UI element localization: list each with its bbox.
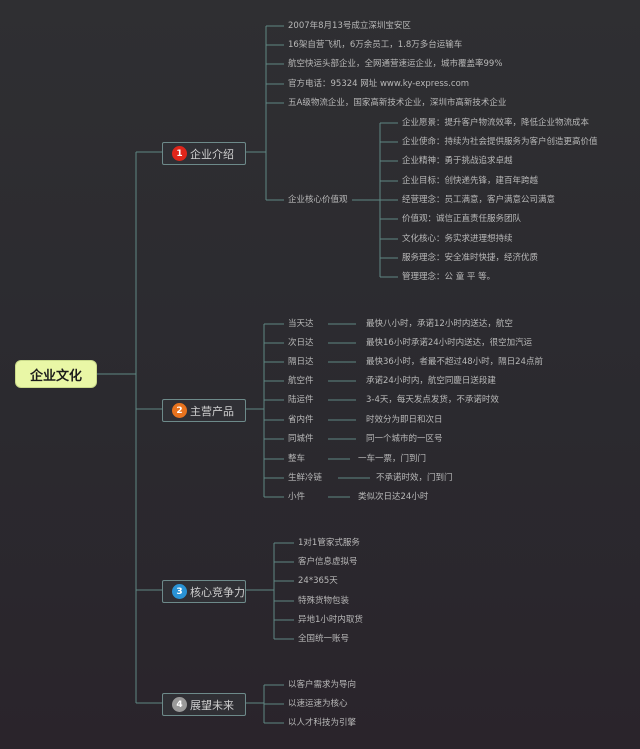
core-value-item: 企业精神：勇于挑战追求卓越 bbox=[402, 156, 513, 166]
product-name: 隔日达 bbox=[288, 357, 314, 367]
branch-label: 企业介绍 bbox=[190, 147, 234, 161]
competence-item: 全国统一账号 bbox=[298, 634, 350, 644]
badge-number-4: 4 bbox=[172, 697, 187, 712]
product-desc: 最快八小时，承诺12小时内送达，航空 bbox=[366, 319, 513, 329]
core-value-item: 经营理念：员工满意，客户满意公司满意 bbox=[402, 195, 556, 205]
badge-number-1: 1 bbox=[172, 146, 187, 161]
branch-label: 核心竞争力 bbox=[190, 585, 245, 599]
product-desc: 同一个城市的一区号 bbox=[366, 434, 443, 444]
intro-item: 16架自营飞机，6万余员工，1.8万多台运输车 bbox=[288, 40, 463, 50]
product-desc: 最快16小时承诺24小时内送达，很空加汽运 bbox=[366, 338, 533, 348]
competence-item: 客户信息虚拟号 bbox=[298, 557, 358, 567]
product-desc: 类似次日达24小时 bbox=[358, 492, 429, 502]
intro-item: 五A级物流企业，国家高新技术企业，深圳市高新技术企业 bbox=[288, 98, 507, 108]
product-desc: 不承诺时效，门到门 bbox=[376, 473, 453, 483]
outlook-item: 以速运速为核心 bbox=[288, 699, 348, 709]
product-name: 生鲜冷链 bbox=[288, 473, 323, 483]
competence-item: 1对1管家式服务 bbox=[298, 538, 360, 548]
root-node[interactable]: 企业文化 bbox=[16, 361, 96, 387]
branch-label: 主营产品 bbox=[190, 404, 234, 418]
core-values-label: 企业核心价值观 bbox=[288, 195, 348, 205]
product-name: 次日达 bbox=[288, 338, 314, 348]
product-name: 陆运件 bbox=[288, 395, 314, 405]
intro-item: 2007年8月13号成立深圳宝安区 bbox=[288, 21, 411, 31]
product-desc: 一车一票，门到门 bbox=[358, 454, 427, 464]
competence-item: 24*365天 bbox=[298, 576, 338, 586]
root-label: 企业文化 bbox=[29, 368, 82, 384]
branch-company-intro[interactable]: 1 企业介绍 bbox=[162, 142, 246, 165]
intro-item: 航空快运头部企业，全网通营速运企业，城市覆盖率99% bbox=[288, 59, 503, 69]
product-name: 小件 bbox=[288, 492, 306, 502]
product-name: 当天达 bbox=[288, 319, 314, 329]
core-value-item: 企业愿景：提升客户物流效率，降低企业物流成本 bbox=[402, 118, 590, 128]
branch-core-competence[interactable]: 3 核心竞争力 bbox=[162, 580, 246, 603]
branch-main-products[interactable]: 2 主营产品 bbox=[162, 399, 246, 422]
core-value-item: 价值观：诚信正直责任服务团队 bbox=[402, 214, 522, 224]
badge-number-3: 3 bbox=[172, 584, 187, 599]
product-desc: 3-4天，每天发点发货，不承诺时效 bbox=[366, 395, 499, 405]
competence-item: 异地1小时内取货 bbox=[298, 615, 363, 625]
product-name: 省内件 bbox=[288, 415, 314, 425]
branch-label: 展望未来 bbox=[190, 698, 234, 712]
outlook-item: 以客户需求为导向 bbox=[288, 680, 357, 690]
product-name: 同城件 bbox=[288, 434, 314, 444]
badge-number-2: 2 bbox=[172, 403, 187, 418]
competence-item: 特殊货物包装 bbox=[298, 596, 350, 606]
outlook-item: 以人才科技为引擎 bbox=[288, 718, 357, 728]
product-name: 航空件 bbox=[288, 376, 314, 386]
core-value-item: 企业目标：创快递先锋，建百年跨越 bbox=[402, 176, 539, 186]
product-desc: 最快36小时，者最不超过48小时，隔日24点前 bbox=[366, 357, 543, 367]
core-value-item: 管理理念：公 童 平 等。 bbox=[402, 272, 496, 282]
core-value-item: 服务理念：安全准时快捷，经济优质 bbox=[402, 253, 539, 263]
product-desc: 承诺24小时内，航空同慶日送段建 bbox=[366, 376, 496, 386]
product-desc: 时效分为即日和次日 bbox=[366, 415, 443, 425]
product-name: 整车 bbox=[288, 454, 306, 464]
branch-future-outlook[interactable]: 4 展望未来 bbox=[162, 693, 246, 716]
core-value-item: 企业使命：持续为社会提供服务为客户创造更高价值 bbox=[402, 137, 598, 147]
intro-item: 官方电话：95324 网址 www.ky-express.com bbox=[288, 79, 470, 89]
core-value-item: 文化核心：务实求进理想持续 bbox=[402, 234, 513, 244]
